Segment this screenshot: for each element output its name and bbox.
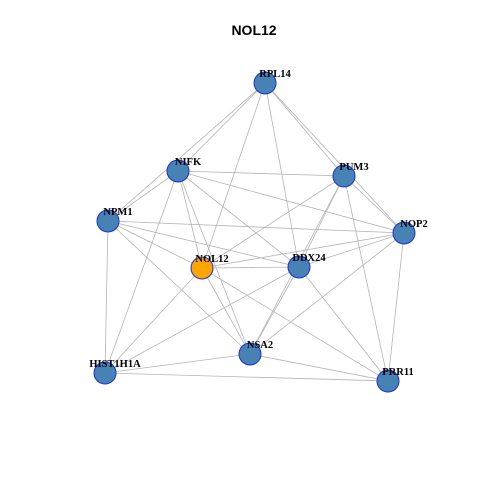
edge-hist1h1a-prr11 bbox=[104, 372, 389, 382]
edge-npm1-nol12 bbox=[107, 220, 203, 269]
edge-npm1-ddx24 bbox=[107, 220, 300, 268]
node-nop2[interactable] bbox=[392, 221, 416, 245]
node-label-pum3: PUM3 bbox=[339, 162, 368, 173]
edge-layer bbox=[104, 82, 405, 382]
node-label-npm1: NPM1 bbox=[103, 207, 132, 218]
node-hist1h1a[interactable] bbox=[93, 361, 117, 385]
node-label-hist1h1a: HIST1H1A bbox=[89, 359, 141, 370]
node-label-nol12: NOL12 bbox=[195, 254, 228, 265]
edge-nop2-prr11 bbox=[387, 232, 405, 382]
edge-rpl14-ddx24 bbox=[264, 82, 300, 268]
node-label-nop2: NOP2 bbox=[400, 219, 427, 230]
node-label-nsa2: NSA2 bbox=[247, 340, 273, 351]
edge-nsa2-prr11 bbox=[249, 353, 389, 382]
node-ddx24[interactable] bbox=[287, 255, 311, 279]
edge-npm1-nop2 bbox=[107, 220, 405, 234]
diagram-title: NOL12 bbox=[231, 22, 276, 38]
edge-nol12-nsa2 bbox=[201, 267, 251, 355]
node-nol12[interactable] bbox=[190, 256, 214, 280]
node-label-ddx24: DDX24 bbox=[292, 253, 326, 264]
edge-ddx24-hist1h1a bbox=[104, 266, 300, 374]
edge-pum3-nol12 bbox=[201, 175, 345, 269]
node-nsa2[interactable] bbox=[238, 342, 262, 366]
edge-npm1-nsa2 bbox=[107, 220, 251, 355]
edge-pum3-ddx24 bbox=[298, 175, 345, 268]
edge-rpl14-npm1 bbox=[107, 82, 266, 222]
edge-rpl14-nop2 bbox=[264, 82, 405, 234]
node-prr11[interactable] bbox=[376, 369, 400, 393]
edge-nifk-ddx24 bbox=[177, 170, 300, 268]
edge-pum3-nop2 bbox=[343, 175, 405, 234]
edge-nifk-nol12 bbox=[177, 170, 203, 269]
edge-nifk-hist1h1a bbox=[104, 170, 179, 374]
edge-rpl14-nol12 bbox=[201, 82, 266, 269]
edge-nifk-pum3 bbox=[177, 170, 345, 177]
edge-nsa2-hist1h1a bbox=[104, 353, 251, 374]
edge-nol12-ddx24 bbox=[201, 266, 300, 269]
edge-nol12-prr11 bbox=[201, 267, 389, 382]
edge-ddx24-prr11 bbox=[298, 266, 389, 382]
node-nifk[interactable] bbox=[166, 159, 190, 183]
edge-rpl14-nifk bbox=[177, 82, 266, 172]
node-npm1[interactable] bbox=[96, 209, 120, 233]
edge-nop2-nol12 bbox=[201, 232, 405, 269]
edge-npm1-hist1h1a bbox=[104, 220, 109, 374]
edge-rpl14-pum3 bbox=[264, 82, 345, 177]
edge-nifk-npm1 bbox=[107, 170, 179, 222]
node-label-prr11: PRR11 bbox=[382, 367, 414, 378]
node-label-nifk: NIFK bbox=[175, 157, 202, 168]
edge-ddx24-nsa2 bbox=[249, 266, 300, 355]
edge-nifk-nsa2 bbox=[177, 170, 251, 355]
edge-nifk-nop2 bbox=[177, 170, 405, 234]
node-label-rpl14: RPL14 bbox=[259, 69, 291, 80]
edge-nop2-nsa2 bbox=[249, 232, 405, 355]
node-layer bbox=[93, 71, 416, 393]
edge-nol12-hist1h1a bbox=[104, 267, 203, 374]
edge-pum3-prr11 bbox=[343, 175, 389, 382]
node-rpl14[interactable] bbox=[253, 71, 277, 95]
edge-nop2-ddx24 bbox=[298, 232, 405, 268]
node-pum3[interactable] bbox=[332, 164, 356, 188]
